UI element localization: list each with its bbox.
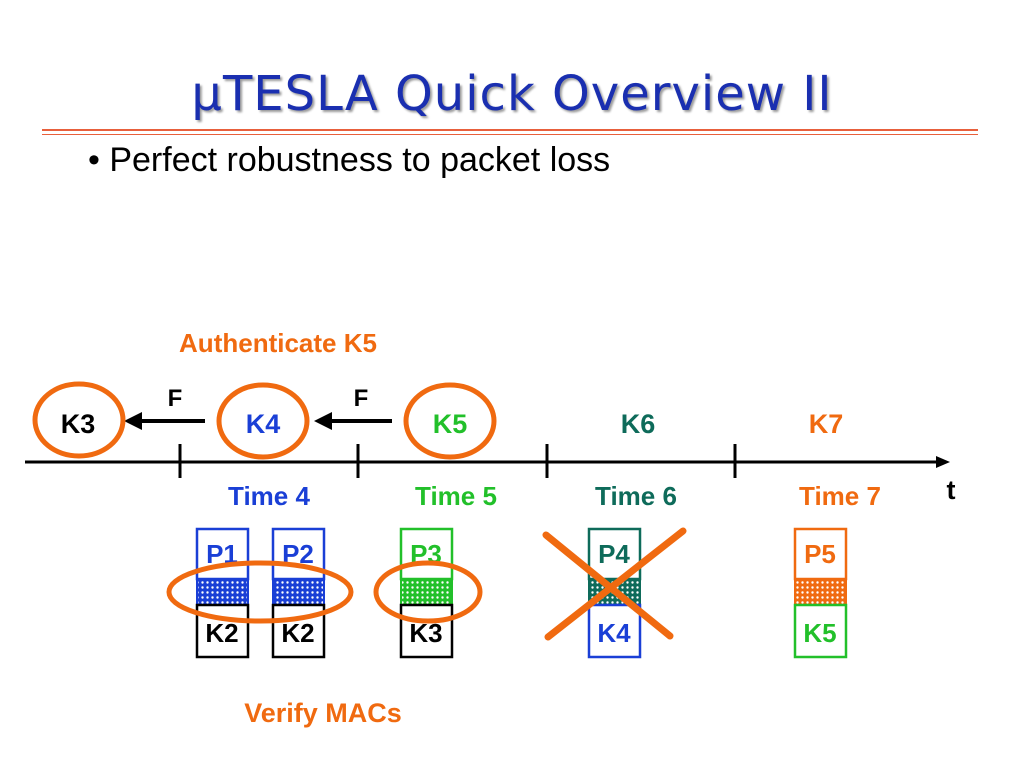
packet-p1: P1 K2 <box>195 527 250 659</box>
packet-p2: P2 K2 <box>271 527 326 659</box>
verify-macs-label: Verify MACs <box>244 698 402 728</box>
lost-packet-cross <box>542 527 687 641</box>
packet-p5-label: P5 <box>804 539 836 569</box>
f-label-2: F <box>354 385 369 412</box>
slide-title: μTESLA Quick Overview II <box>191 66 833 122</box>
packet-p4-label: P4 <box>598 539 630 569</box>
packet-p5-key: K5 <box>803 618 836 648</box>
title-underline <box>42 129 978 131</box>
packet-p2-key: K2 <box>281 618 314 648</box>
packet-p3: P3 K3 <box>399 527 454 659</box>
key-label-k5: K5 <box>433 409 468 439</box>
key-label-k4: K4 <box>246 409 281 439</box>
time-label-6: Time 6 <box>595 481 677 511</box>
f-arrow-2 <box>314 412 392 430</box>
f-arrow-1 <box>124 412 205 430</box>
time-label-7: Time 7 <box>799 481 881 511</box>
axis-t-label: t <box>947 475 956 505</box>
key-highlight-k3 <box>32 381 126 459</box>
timeline-axis <box>25 444 950 478</box>
bullet-point: • Perfect robustness to packet loss <box>88 141 611 179</box>
packet-p5: P5 K5 <box>793 527 848 659</box>
key-highlight-k5 <box>403 382 497 460</box>
mac-highlight-time4 <box>166 560 354 624</box>
mac-highlight-time5 <box>373 560 483 624</box>
packet-p4-key: K4 <box>597 618 631 648</box>
time-label-4: Time 4 <box>228 481 310 511</box>
key-label-k7: K7 <box>809 409 844 439</box>
title-underline-thin <box>42 134 978 135</box>
authenticate-label: Authenticate K5 <box>179 328 377 358</box>
f-label-1: F <box>168 385 183 412</box>
key-highlight-k4 <box>216 382 310 460</box>
time-label-5: Time 5 <box>415 481 497 511</box>
packet-p1-key: K2 <box>205 618 238 648</box>
key-label-k6: K6 <box>621 409 656 439</box>
key-label-k3: K3 <box>61 409 96 439</box>
